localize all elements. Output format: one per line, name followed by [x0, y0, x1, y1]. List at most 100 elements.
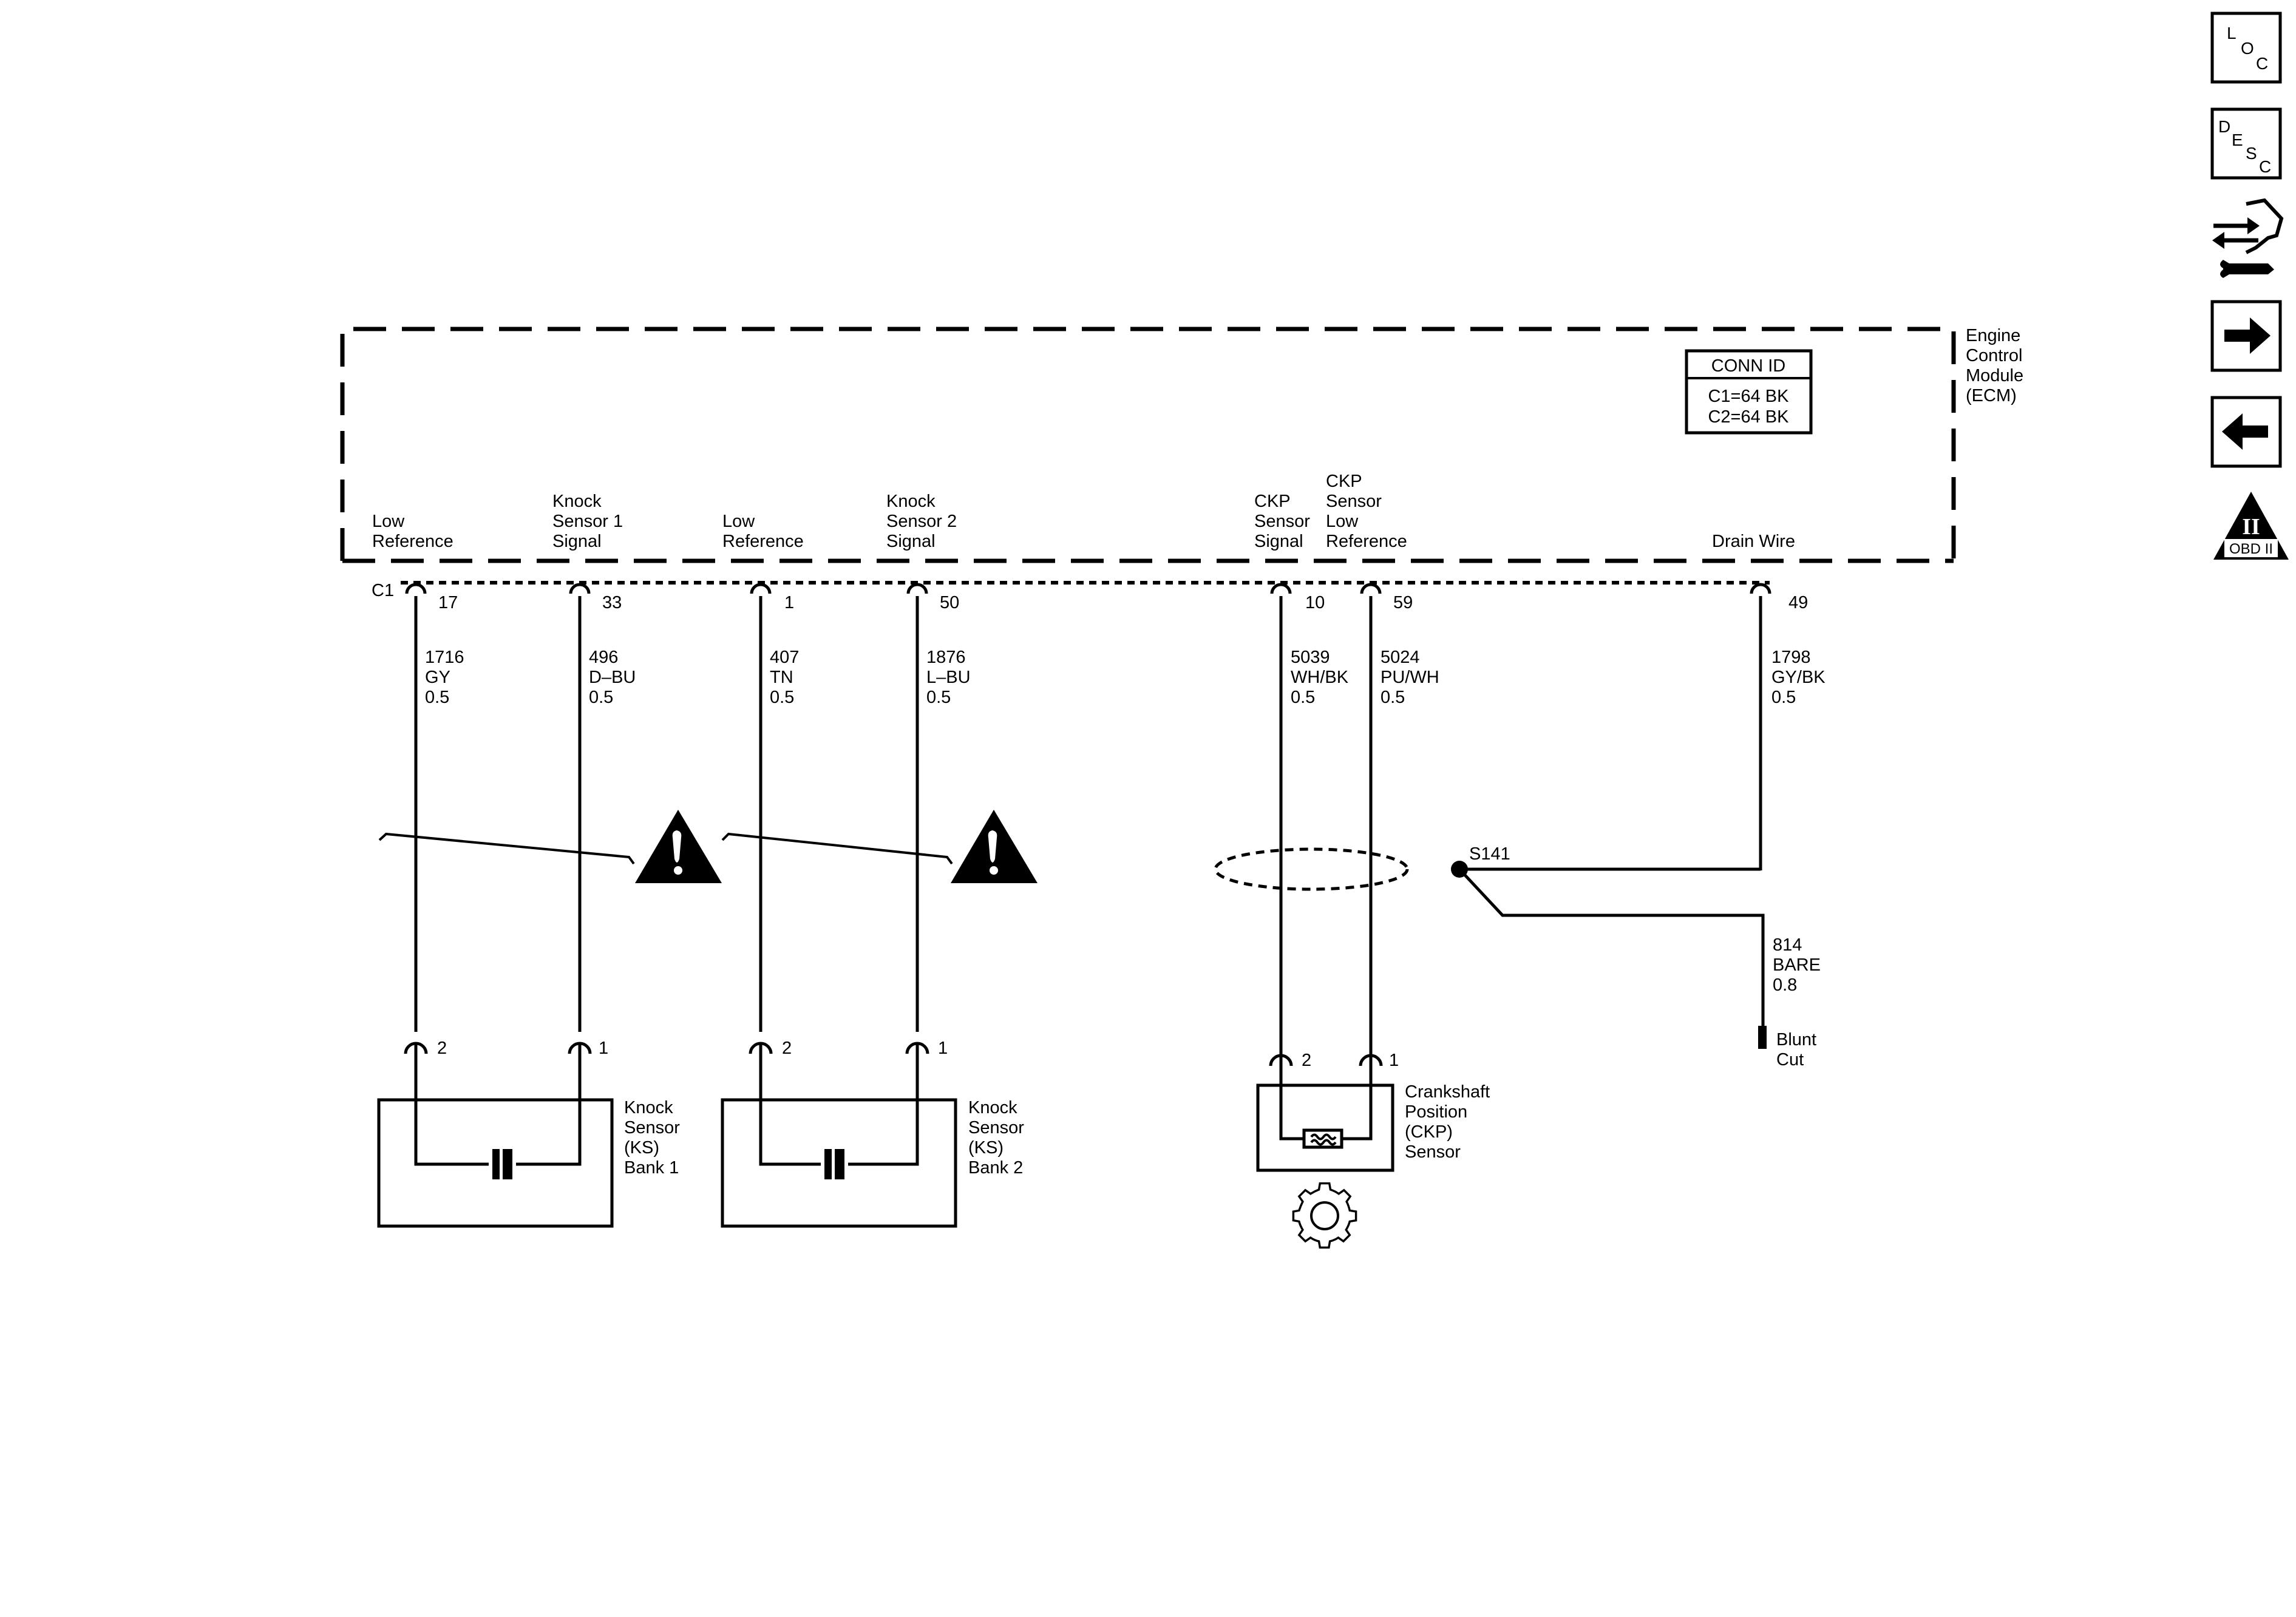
- nav-letter: S: [2246, 144, 2257, 163]
- wire-color: BARE: [1773, 955, 1821, 975]
- circuit-number: 496: [589, 648, 618, 667]
- pin-label: Signal: [886, 532, 936, 551]
- ecm-outline: [340, 327, 1956, 561]
- arrow-left-icon: [2222, 413, 2268, 450]
- pin-number: 10: [1305, 593, 1325, 612]
- pin-label: CKP: [1326, 472, 1362, 491]
- pin-label: Drain Wire: [1712, 532, 1795, 551]
- terminal-symbol: [749, 1042, 773, 1054]
- pin-label: Sensor 1: [552, 512, 623, 531]
- caution-icon: [951, 810, 1038, 883]
- terminal-pin-number: 2: [782, 1039, 792, 1058]
- terminal-symbol: [568, 1042, 592, 1054]
- component-terminals: 2 1 2 1 2 1: [404, 1039, 1399, 1084]
- pin-label: Knock: [886, 492, 936, 511]
- terminal-symbol: [906, 583, 928, 594]
- nav-harness-connector-icon[interactable]: [2212, 198, 2284, 278]
- twisted-pair-marker: [721, 832, 953, 865]
- shield-splice: S141 814 BARE 0.8 Blunt Cut: [1214, 844, 1821, 1070]
- circuit-number: 5039: [1291, 648, 1330, 667]
- circuit-number: 1798: [1771, 648, 1811, 667]
- component-label: Knock: [624, 1098, 673, 1117]
- wire-gauge: 0.5: [425, 688, 449, 707]
- pin-label: Reference: [1326, 532, 1407, 551]
- ckp-sensor: Crankshaft Position (CKP) Sensor: [1256, 1082, 1490, 1249]
- circuit-number: 407: [770, 648, 799, 667]
- wire-gauge: 0.5: [926, 688, 951, 707]
- circuit-number: 814: [1773, 935, 1802, 955]
- terminal-symbol: [1360, 583, 1382, 594]
- obd-label: OBD II: [2229, 541, 2273, 557]
- piezo-element: [503, 1149, 512, 1179]
- blunt-cut-label: Blunt: [1776, 1030, 1816, 1049]
- nav-letter: O: [2241, 39, 2254, 58]
- wire-color: WH/BK: [1291, 668, 1349, 687]
- nav-loc-button[interactable]: L O C: [2210, 12, 2282, 84]
- terminal-symbol: [905, 1042, 929, 1054]
- pin-label: Low: [1326, 512, 1359, 531]
- wire-gauge: 0.5: [1771, 688, 1796, 707]
- component-box: [377, 1098, 614, 1228]
- pin-label: Sensor 2: [886, 512, 957, 531]
- knock-sensor-bank-1: Knock Sensor (KS) Bank 1: [377, 1072, 680, 1228]
- wire-color: L–BU: [926, 668, 971, 687]
- piezo-element: [824, 1149, 832, 1179]
- nav-back-button[interactable]: [2210, 396, 2282, 468]
- ecm-name-line: Control: [1966, 346, 2023, 365]
- terminal-symbol: [1269, 1054, 1293, 1066]
- terminal-symbol: [405, 583, 427, 594]
- conn-id-table: CONN ID C1=64 BK C2=64 BK: [1685, 349, 1813, 435]
- component-box: [721, 1098, 957, 1228]
- pin-number: 50: [940, 593, 959, 612]
- pin-label: Signal: [1254, 532, 1303, 551]
- pin-label: Sensor: [1326, 492, 1382, 511]
- blunt-cut-end: [1758, 1026, 1767, 1049]
- nav-next-button[interactable]: [2210, 300, 2282, 372]
- terminal-symbol: [404, 1042, 428, 1054]
- piezo-element: [492, 1149, 500, 1179]
- pin-label: Reference: [372, 532, 453, 551]
- pin-label: Signal: [552, 532, 602, 551]
- component-label: Sensor: [968, 1118, 1024, 1137]
- wire-color: TN: [770, 668, 793, 687]
- circuit-number: 5024: [1381, 648, 1420, 667]
- component-box: [1256, 1083, 1394, 1172]
- wire-gauge: 0.5: [1291, 688, 1315, 707]
- shield-ellipse: [1214, 847, 1409, 891]
- ecm-name-line: Engine: [1966, 326, 2020, 345]
- pin-number: 33: [602, 593, 622, 612]
- nav-desc-button[interactable]: D E S C: [2210, 107, 2282, 180]
- terminal-symbol: [1270, 583, 1292, 594]
- terminal-pin-number: 1: [1389, 1051, 1399, 1070]
- wire-gauge: 0.5: [770, 688, 794, 707]
- obd-roman-numeral: II: [2242, 514, 2260, 540]
- nav-letter: C: [2256, 54, 2268, 73]
- component-label: Knock: [968, 1098, 1017, 1117]
- ecm-name-line: (ECM): [1966, 386, 2017, 405]
- nav-obd-button[interactable]: II OBD II: [2213, 492, 2289, 560]
- caution-icon: [635, 810, 722, 883]
- terminal-symbol: [750, 583, 772, 594]
- component-label: Sensor: [624, 1118, 680, 1137]
- blunt-cut-label: Cut: [1776, 1050, 1804, 1070]
- nav-letter: E: [2232, 131, 2243, 149]
- wire-color: GY/BK: [1771, 668, 1826, 687]
- circuit-number: 1876: [926, 648, 966, 667]
- component-label: (CKP): [1405, 1122, 1453, 1142]
- pin-label: Low: [722, 512, 755, 531]
- twisted-pair-1: [378, 810, 722, 883]
- gear-icon: [1292, 1182, 1357, 1249]
- pin-label: Knock: [552, 492, 602, 511]
- pin-number: 1: [784, 593, 794, 612]
- circuit-number: 1716: [425, 648, 464, 667]
- wire-gauge: 0.8: [1773, 975, 1797, 995]
- terminal-pin-number: 1: [599, 1039, 608, 1058]
- terminal-symbol: [1359, 1054, 1383, 1066]
- conn-id-row: C1=64 BK: [1708, 387, 1789, 406]
- arrow-right-icon: [2224, 317, 2271, 354]
- wire-labels: 1716 GY 0.5 496 D–BU 0.5 407 TN 0.5 1876…: [425, 648, 1826, 707]
- conn-id-row: C2=64 BK: [1708, 407, 1789, 427]
- ecm-connector-label: C1: [372, 581, 394, 600]
- component-label: Crankshaft: [1405, 1082, 1490, 1102]
